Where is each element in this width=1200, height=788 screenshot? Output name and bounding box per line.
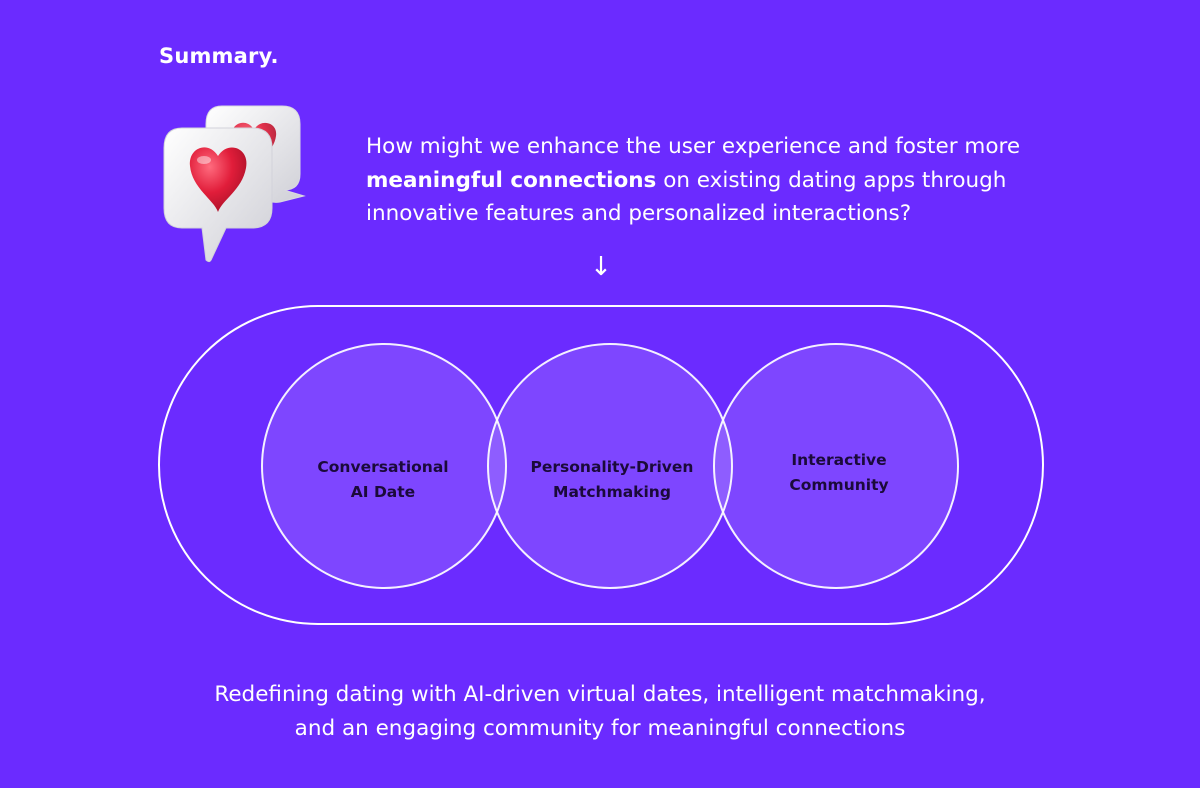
question-line-2: on existing dating apps through [656, 167, 1007, 193]
tagline-line-2: and an engaging community for meaningful… [294, 715, 906, 741]
tagline-line-1: Redefining dating with AI-driven virtual… [214, 682, 986, 707]
question-line-1: How might we enhance the user experience… [366, 134, 1021, 159]
down-arrow-icon: ↓ [590, 252, 612, 282]
circle-label-personality-driven-matchmaking: Personality-Driven Matchmaking [530, 458, 694, 501]
outer-pill-outline [158, 305, 1044, 625]
circle-interactive-community [713, 343, 959, 589]
question-emphasis: meaningful connections [366, 167, 657, 193]
question-line-3: innovative features and personalized int… [366, 201, 912, 226]
summary-tagline: Redefining dating with AI-driven virtual… [0, 678, 1200, 745]
circle-label-conversational-ai-date: Conversational AI Date [317, 458, 449, 501]
circle-personality-driven-matchmaking [487, 343, 733, 589]
problem-statement: How might we enhance the user experience… [366, 130, 1126, 231]
circle-label-interactive-community: Interactive Community [789, 451, 889, 494]
front-bubble [163, 127, 273, 263]
circle-conversational-ai-date [261, 343, 507, 589]
section-title: Summary. [159, 44, 279, 68]
heart-speech-bubbles-icon [163, 105, 306, 263]
